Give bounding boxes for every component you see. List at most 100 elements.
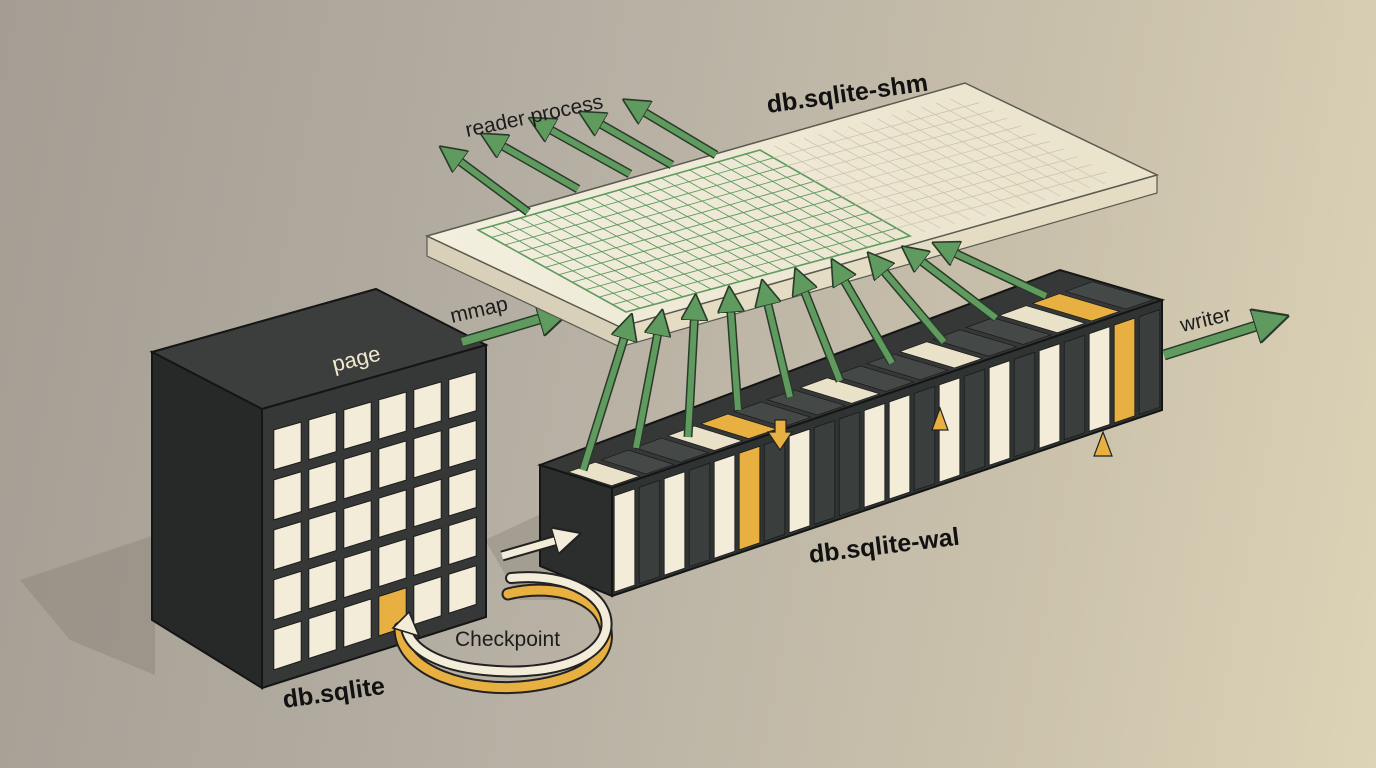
wal-frame	[888, 394, 911, 500]
wal-to-shm-arrow	[800, 280, 845, 383]
wal-to-shm-arrow	[730, 299, 738, 411]
page-cell	[343, 450, 372, 500]
wal-frame	[1138, 309, 1161, 415]
page-cell	[378, 391, 407, 440]
wal-top-frames	[567, 281, 1155, 487]
reader-arrow	[450, 154, 531, 216]
wal-frame	[613, 488, 636, 593]
reader-process-arrows	[450, 106, 719, 216]
wal-frame	[638, 479, 661, 585]
page-cell	[308, 609, 337, 660]
wal-top-frame	[898, 341, 984, 369]
reader-arrow	[492, 140, 581, 193]
wal-to-shm-arrow	[631, 322, 660, 449]
wal-frame	[663, 471, 686, 576]
shm-panel-top	[424, 82, 1160, 328]
page-cell	[378, 538, 407, 588]
page-cell	[308, 411, 337, 461]
wal-markers	[766, 406, 1113, 457]
wal-to-shm-arrow	[944, 248, 1048, 301]
page-cell	[308, 460, 337, 511]
page-cell	[273, 471, 302, 521]
wal-to-shm-arrow	[688, 307, 695, 438]
wal-frame	[963, 368, 986, 475]
wal-top-frame	[733, 401, 812, 428]
page-cell	[413, 576, 442, 626]
wal-frame	[863, 402, 886, 508]
wal-frame	[1063, 334, 1086, 441]
page-cell	[413, 478, 442, 528]
wal-frame	[713, 454, 736, 559]
page-cell	[273, 520, 302, 571]
wal-to-shm-arrow	[876, 262, 948, 345]
wal-to-shm-arrow	[578, 326, 628, 472]
reader-arrow	[590, 118, 675, 169]
db-sqlite-label: db.sqlite	[281, 672, 387, 714]
page-cell	[448, 419, 477, 468]
page-cell	[448, 371, 477, 420]
wal-frame	[938, 377, 961, 483]
wal-label: db.sqlite-wal	[807, 523, 961, 569]
page-cell	[448, 564, 477, 614]
wal-top-frame	[799, 377, 881, 404]
wal-frame	[1113, 317, 1136, 424]
wal-log-bar: db.sqlite-wal	[536, 268, 1166, 598]
wal-frame	[838, 411, 861, 517]
page-cell	[343, 598, 372, 648]
wal-frame	[1038, 343, 1061, 449]
wal-frame	[913, 385, 936, 492]
wal-top-frame	[965, 317, 1052, 345]
page-cell	[343, 549, 372, 599]
page-cell	[343, 499, 372, 549]
page-cell	[273, 570, 302, 621]
reader-process-label: reader process	[463, 90, 605, 142]
page-cell	[343, 401, 372, 451]
wal-top-frame	[832, 365, 915, 392]
page-cell	[413, 381, 442, 430]
wal-to-shm-arrow	[912, 254, 999, 322]
wal-frame	[738, 445, 761, 551]
page-cell	[413, 429, 442, 479]
wal-top-frame	[1064, 281, 1155, 310]
wal-frame	[788, 428, 811, 534]
checkpoint-label: Checkpoint	[455, 628, 560, 651]
wal-frames	[613, 309, 1161, 593]
page-cell	[378, 489, 407, 539]
page-cell	[448, 468, 477, 517]
wal-frame	[688, 462, 711, 568]
wal-frame	[988, 360, 1011, 466]
page-cell	[308, 510, 337, 560]
page-cell	[448, 516, 477, 566]
page-cell	[413, 527, 442, 577]
reader-arrow	[540, 124, 633, 178]
wal-top-frame	[1031, 293, 1121, 322]
wal-frame	[763, 437, 786, 542]
writer-arrow: writer	[1162, 303, 1272, 361]
page-cell	[273, 620, 302, 671]
mmap-label: mmap	[448, 292, 510, 328]
wal-frame	[1088, 326, 1111, 432]
wal-to-shm-arrow	[838, 270, 896, 366]
wal-top-frame	[931, 329, 1018, 357]
wal-top-frame	[633, 437, 710, 463]
shm-hash-grid	[475, 98, 1106, 313]
checkpoint-arrowhead	[391, 610, 421, 638]
wal-to-shm-arrow	[765, 292, 795, 399]
wal-top-frame	[600, 449, 675, 475]
wal-marker-right	[1093, 430, 1113, 457]
db-sqlite-cube: page	[149, 287, 489, 690]
page-cell	[378, 440, 407, 489]
reader-arrow	[634, 106, 719, 159]
wal-marker-left	[766, 419, 794, 452]
cube-left-face	[151, 350, 263, 690]
page-cell	[308, 559, 337, 610]
wal-top-frame	[998, 305, 1087, 334]
checkpoint-cycle: Checkpoint	[391, 537, 613, 695]
page-cell	[273, 421, 302, 471]
wal-to-shm-arrows	[578, 248, 1048, 472]
wal-frame	[1013, 351, 1036, 458]
wal-frame	[813, 419, 836, 525]
wal-marker-mid	[931, 406, 949, 431]
page-grid	[273, 371, 477, 671]
